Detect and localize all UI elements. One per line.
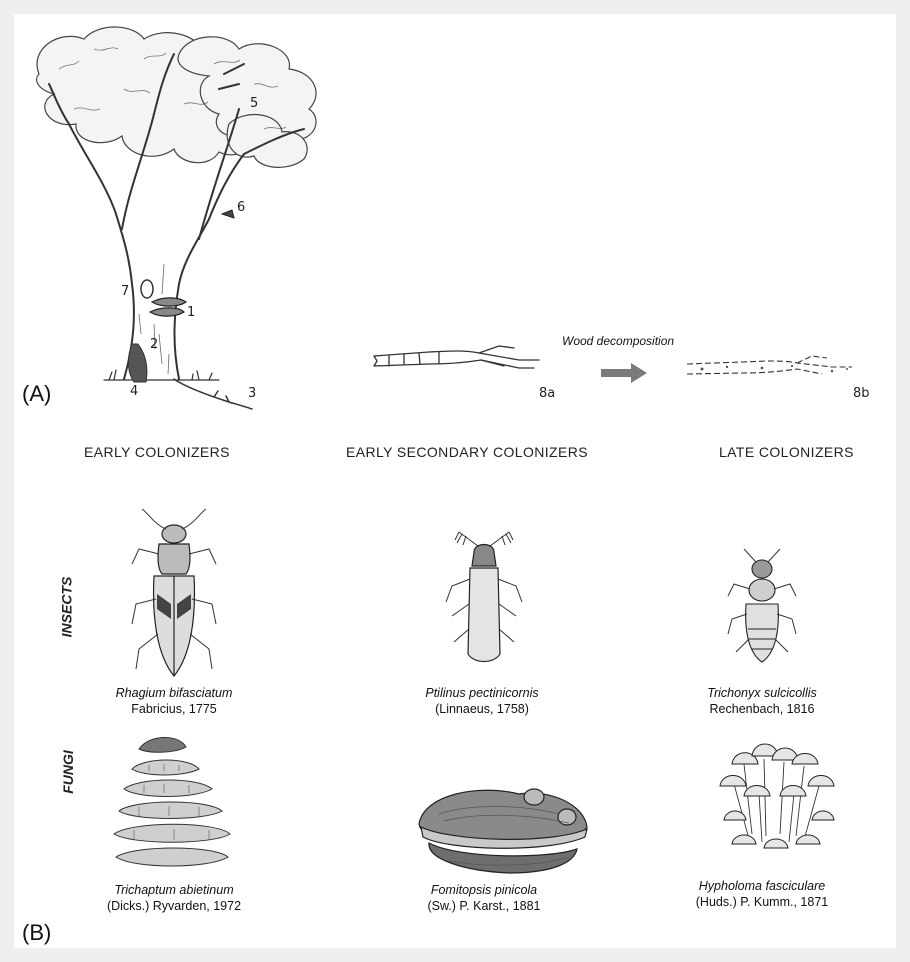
rhagium-beetle-illustration	[124, 504, 224, 684]
trichaptum-fungus-illustration	[104, 729, 244, 874]
fallen-branch-intact	[369, 344, 549, 384]
column-early-colonizers: EARLY COLONIZERS	[84, 444, 230, 460]
species-authority: Rechenbach, 1816	[672, 701, 852, 717]
species-authority: (Sw.) P. Karst., 1881	[394, 898, 574, 914]
species-name: Rhagium bifasciatum	[84, 685, 264, 701]
fomitopsis-fungus-illustration	[409, 779, 599, 879]
tree-label-5: 5	[250, 96, 258, 111]
insect-caption-ptilinus: Ptilinus pectinicornis (Linnaeus, 1758)	[392, 685, 572, 717]
fungus-caption-hypholoma: Hypholoma fasciculare (Huds.) P. Kumm., …	[672, 878, 852, 910]
root-sketch	[174, 379, 252, 409]
species-name: Fomitopsis pinicola	[394, 882, 574, 898]
fallen-branch-decomposed	[682, 352, 862, 386]
fungus-caption-fomitopsis: Fomitopsis pinicola (Sw.) P. Karst., 188…	[394, 882, 574, 914]
panel-b-letter: (B)	[22, 920, 51, 946]
knot-hole	[141, 280, 153, 298]
panel-a-letter: (A)	[22, 381, 51, 407]
branch-label-8a: 8a	[539, 386, 555, 401]
branch-label-8b: 8b	[853, 386, 870, 401]
decomposition-arrow	[601, 362, 651, 384]
species-authority: (Huds.) P. Kumm., 1871	[672, 894, 852, 910]
species-authority: (Dicks.) Ryvarden, 1972	[74, 898, 274, 914]
ground	[104, 370, 219, 380]
ptilinus-beetle-illustration	[434, 524, 534, 674]
species-name: Trichonyx sulcicollis	[672, 685, 852, 701]
hypholoma-fungus-illustration	[704, 724, 854, 859]
tree-label-7: 7	[121, 284, 129, 299]
tree-label-1: 1	[187, 305, 195, 320]
tree-label-4: 4	[130, 384, 138, 399]
species-name: Trichaptum abietinum	[74, 882, 274, 898]
species-authority: Fabricius, 1775	[84, 701, 264, 717]
figure-card: 1 2 3 4 5 6 7 (A) 8a Wood decomposition	[14, 14, 896, 948]
tree-label-6: 6	[237, 200, 245, 215]
species-name: Hypholoma fasciculare	[672, 878, 852, 894]
column-late-colonizers: LATE COLONIZERS	[719, 444, 854, 460]
branch-stub	[222, 210, 234, 218]
row-label-insects: INSECTS	[58, 577, 74, 638]
basal-cavity	[128, 344, 147, 382]
tree-illustration	[14, 14, 354, 414]
column-early-secondary-colonizers: EARLY SECONDARY COLONIZERS	[346, 444, 588, 460]
species-authority: (Linnaeus, 1758)	[392, 701, 572, 717]
row-label-fungi: FUNGI	[60, 750, 76, 794]
bracket-fungus-sketch	[150, 298, 186, 316]
species-name: Ptilinus pectinicornis	[392, 685, 572, 701]
wood-decomposition-label: Wood decomposition	[562, 334, 674, 348]
tree-label-2: 2	[150, 337, 158, 352]
fungus-caption-trichaptum: Trichaptum abietinum (Dicks.) Ryvarden, …	[74, 882, 274, 914]
tree-label-3: 3	[248, 386, 256, 401]
insect-caption-rhagium: Rhagium bifasciatum Fabricius, 1775	[84, 685, 264, 717]
tree-canopy	[37, 27, 316, 167]
insect-caption-trichonyx: Trichonyx sulcicollis Rechenbach, 1816	[672, 685, 852, 717]
trichonyx-beetle-illustration	[722, 544, 802, 674]
